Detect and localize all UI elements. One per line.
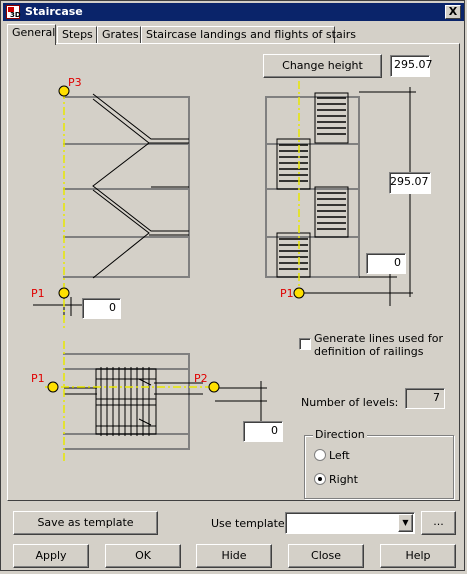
tab-staircase-landings[interactable]: Staircase landings and flights of stairs: [141, 26, 356, 44]
generate-lines-checkbox[interactable]: [299, 338, 311, 350]
number-of-levels-label: Number of levels:: [301, 396, 399, 409]
point-p1-top-marker: [58, 287, 70, 299]
label-p1-bottom: P1: [31, 372, 45, 385]
elevation-field[interactable]: 0: [366, 253, 406, 274]
help-button[interactable]: Help: [380, 544, 456, 568]
generate-lines-label: Generate lines used for definition of ra…: [314, 332, 443, 358]
label-p3: P3: [68, 76, 82, 89]
direction-left-label: Left: [329, 449, 350, 462]
app-icon: 3D: [6, 5, 21, 19]
template-select[interactable]: [285, 512, 415, 534]
apply-button[interactable]: Apply: [13, 544, 89, 568]
tab-general[interactable]: General: [7, 24, 56, 45]
window-title: Staircase: [25, 5, 83, 18]
dimension-field[interactable]: 295.07: [389, 172, 431, 194]
close-icon[interactable]: X: [445, 5, 461, 19]
browse-template-button[interactable]: ...: [421, 511, 456, 535]
label-p2: P2: [194, 372, 208, 385]
app-icon-text: 3D: [10, 11, 21, 19]
point-p1-bottom-marker: [47, 381, 59, 393]
tab-grates[interactable]: Grates: [97, 26, 141, 44]
hide-button[interactable]: Hide: [196, 544, 272, 568]
direction-left-radio[interactable]: [314, 449, 326, 461]
point-p1-right-marker: [293, 287, 305, 299]
label-p1-top: P1: [31, 287, 45, 300]
generate-lines-label-line1: Generate lines used for: [314, 332, 444, 345]
direction-group-title: Direction: [313, 428, 367, 441]
direction-right-label: Right: [329, 473, 358, 486]
chevron-down-icon[interactable]: ▼: [398, 514, 413, 532]
height-field[interactable]: 295.07: [390, 55, 433, 77]
close-button[interactable]: Close: [288, 544, 364, 568]
tab-steps[interactable]: Steps: [57, 26, 97, 44]
direction-right-radio[interactable]: [314, 473, 326, 485]
number-of-levels-field: 7: [405, 388, 445, 409]
use-template-label: Use template: [211, 517, 285, 530]
label-p1-right: P1: [280, 287, 294, 300]
p2-offset-field[interactable]: 0: [243, 421, 283, 442]
point-p2-marker: [208, 381, 220, 393]
save-as-template-button[interactable]: Save as template: [13, 511, 158, 535]
ok-button[interactable]: OK: [105, 544, 181, 568]
generate-lines-label-line2: definition of railings: [314, 345, 424, 358]
base-offset-field[interactable]: 0: [82, 298, 121, 319]
title-bar[interactable]: 3D Staircase X: [3, 3, 464, 21]
direction-group: [304, 435, 454, 499]
change-height-button[interactable]: Change height: [263, 54, 382, 78]
general-panel: [7, 43, 460, 501]
point-p3-marker: [58, 85, 70, 97]
